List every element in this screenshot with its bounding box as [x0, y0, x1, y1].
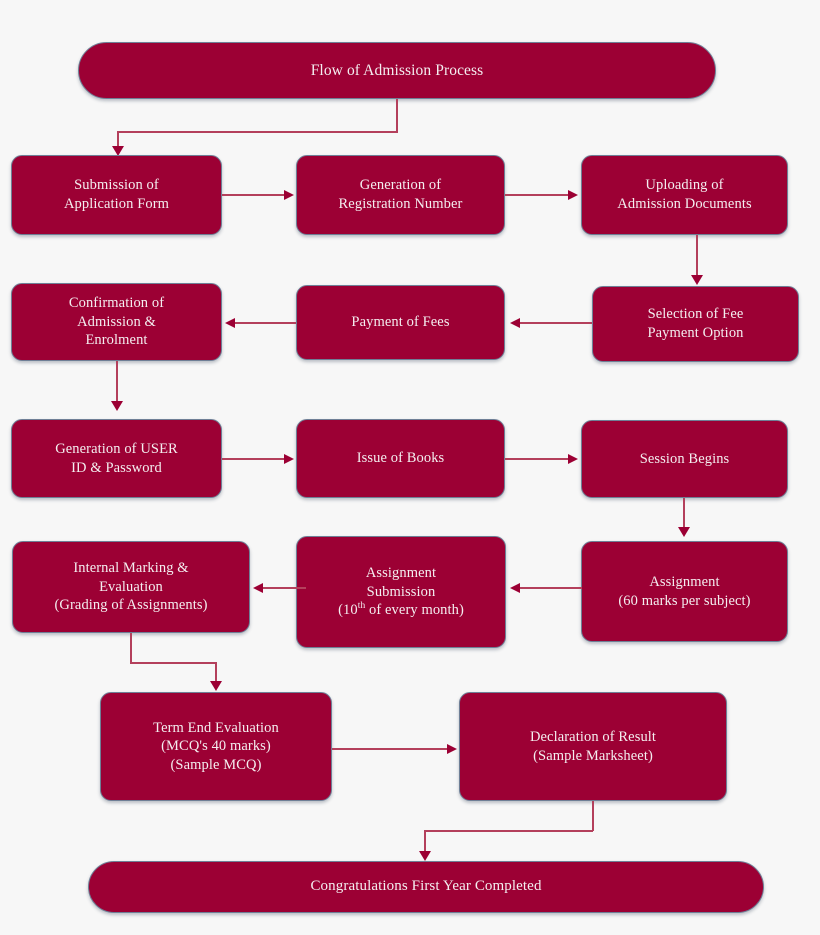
arrowhead-r1-to-r2	[691, 275, 703, 285]
node-line-pre: (10	[338, 602, 358, 619]
node-line: Submission of	[74, 177, 159, 194]
node-selection-of-fee-payment-option: Selection of Fee Payment Option	[592, 286, 799, 362]
node-line: (Grading of Assignments)	[54, 597, 208, 614]
node-line: Uploading of	[645, 177, 724, 194]
node-session-begins: Session Begins	[581, 420, 788, 498]
connector-r2-b	[520, 322, 592, 324]
node-line: Payment of Fees	[351, 314, 450, 331]
node-assignment: Assignment (60 marks per subject)	[581, 541, 788, 642]
node-uploading-of-admission-documents: Uploading of Admission Documents	[581, 155, 788, 235]
arrowhead-r4-to-r5	[210, 681, 222, 691]
node-line: Session Begins	[639, 450, 730, 467]
node-line: Selection of Fee	[647, 306, 744, 323]
node-line: Payment Option	[647, 325, 744, 341]
node-submission-of-application-form: Submission of Application Form	[11, 155, 222, 235]
node-line: Enrolment	[85, 332, 148, 349]
node-line: Term End Evaluation	[153, 719, 279, 736]
connector-r1-to-r2	[696, 235, 698, 279]
arrowhead-r4-b	[510, 583, 520, 593]
footer-text: Congratulations First Year Completed	[310, 878, 542, 895]
node-line: Evaluation	[99, 578, 163, 595]
node-line: Internal Marking &	[73, 560, 189, 577]
arrowhead-r1-a	[284, 190, 294, 200]
arrowhead-r2-a	[225, 318, 235, 328]
connector-r5-a	[332, 748, 448, 750]
node-line: Generation of	[359, 177, 442, 194]
arrowhead-title-to-submission	[112, 146, 124, 156]
arrowhead-r4-a	[253, 583, 263, 593]
connector-r1-b	[505, 194, 569, 196]
connector-title-drop	[117, 131, 119, 150]
connector-title-down	[396, 99, 398, 132]
connector-r2-a	[235, 322, 296, 324]
node-line: Assignment	[649, 573, 720, 590]
node-line: (Sample Marksheet)	[533, 747, 653, 764]
node-line: Admission &	[77, 313, 156, 330]
node-title-banner: Flow of Admission Process	[78, 42, 716, 99]
node-line: Admission Documents	[617, 196, 752, 212]
node-line: Application Form	[63, 196, 170, 212]
node-line: Assignment	[365, 565, 437, 582]
arrowhead-r5-a	[447, 744, 457, 754]
connector-r4-to-r5-down	[130, 633, 132, 663]
node-declaration-of-result: Declaration of Result (Sample Marksheet)	[459, 692, 727, 801]
arrowhead-r1-b	[568, 190, 578, 200]
node-term-end-evaluation: Term End Evaluation (MCQ's 40 marks) (Sa…	[100, 692, 332, 801]
node-line: ID & Password	[71, 459, 162, 476]
connector-r3-b	[505, 458, 569, 460]
node-line: (Sample MCQ)	[170, 756, 262, 773]
connector-r4-to-r5-drop	[215, 662, 217, 686]
connector-r5-to-footer-left	[425, 830, 593, 832]
node-confirmation-of-admission-enrolment: Confirmation of Admission & Enrolment	[11, 283, 222, 361]
connector-r5-to-footer-drop	[424, 830, 426, 855]
node-line: Confirmation of	[68, 295, 165, 312]
arrowhead-r3-a	[284, 454, 294, 464]
arrowhead-r3-to-r4	[678, 527, 690, 537]
node-line-superscript: (10th of every month)	[338, 601, 464, 620]
node-internal-marking-evaluation: Internal Marking & Evaluation (Grading o…	[12, 541, 250, 633]
node-assignment-submission: Assignment Submission (10th of every mon…	[296, 536, 506, 648]
arrowhead-r3-b	[568, 454, 578, 464]
connector-r3-to-r4	[683, 498, 685, 532]
arrowhead-to-footer	[419, 851, 431, 861]
connector-r2-to-r3	[116, 361, 118, 405]
ordinal-suffix: th	[357, 601, 366, 612]
node-line-post: of every month)	[365, 602, 464, 619]
connector-r5-to-footer-down	[592, 801, 594, 831]
connector-r4-to-r5-right	[130, 662, 216, 664]
connector-r3-a	[222, 458, 285, 460]
node-payment-of-fees: Payment of Fees	[296, 285, 505, 360]
connector-r4-a	[263, 587, 306, 589]
node-generation-of-user-id-password: Generation of USER ID & Password	[11, 419, 222, 498]
node-issue-of-books: Issue of Books	[296, 419, 505, 498]
node-line: (MCQ's 40 marks)	[161, 738, 271, 755]
arrowhead-r2-b	[510, 318, 520, 328]
node-line: Registration Number	[338, 196, 463, 212]
node-line: Issue of Books	[356, 450, 445, 467]
title-text: Flow of Admission Process	[310, 61, 484, 79]
node-generation-of-registration-number: Generation of Registration Number	[296, 155, 505, 235]
node-line: Generation of USER	[55, 440, 178, 457]
node-line: Declaration of Result	[529, 728, 657, 745]
connector-title-left	[118, 131, 398, 133]
node-footer-banner: Congratulations First Year Completed	[88, 861, 764, 913]
connector-r4-b	[520, 587, 582, 589]
arrowhead-r2-to-r3	[111, 401, 123, 411]
connector-r1-a	[222, 194, 285, 196]
node-line: Submission	[366, 583, 436, 600]
node-line: (60 marks per subject)	[618, 592, 751, 609]
